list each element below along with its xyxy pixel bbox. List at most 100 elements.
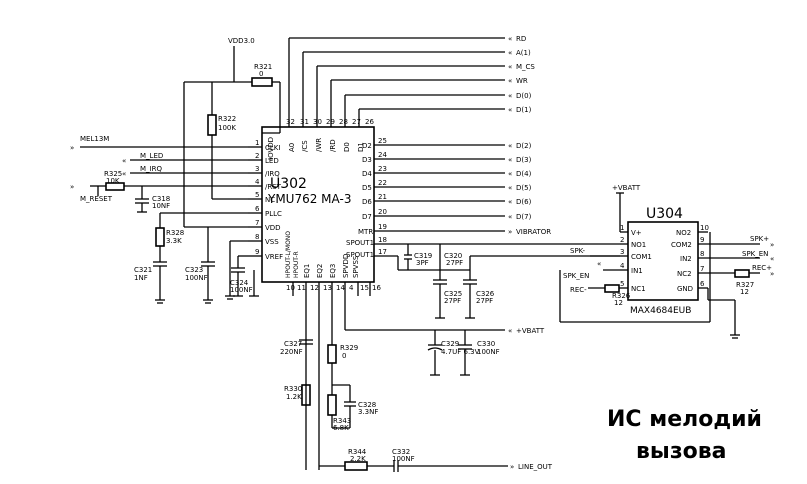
u302-pin4b-name: SPVDD — [342, 254, 350, 278]
net-recplus-label: REC+ — [752, 264, 772, 272]
u302-pin19-num: 19 — [378, 223, 387, 231]
u302-pin12-num: 12 — [310, 284, 319, 292]
r325-ref: R325 — [104, 170, 122, 178]
u302-pin14-num: 14 — [336, 284, 345, 292]
u302-pin22-num: 22 — [378, 179, 387, 187]
net-d3-connector: « — [508, 156, 512, 164]
net-spken-left-label: SPK_EN — [563, 272, 589, 280]
net-d2-connector: « — [508, 142, 512, 150]
net-mirq-connector: « — [122, 170, 126, 178]
u302-pin2-name: LED — [265, 157, 279, 165]
u302-pin2-num: 2 — [255, 152, 259, 160]
net-lineout-connector: » — [510, 463, 514, 471]
net-d6-connector: « — [508, 198, 512, 206]
u302-pin27-name: D0 — [343, 142, 351, 152]
r321-value: 0 — [259, 70, 263, 78]
u304-pin4-num: 4 — [620, 262, 625, 270]
u302-pin31-name: A0 — [288, 143, 296, 152]
u302-pin10-name: HPOUT-L/MONO — [285, 231, 292, 278]
c325-ref: C325 — [444, 290, 462, 298]
u302-pin5-name: NC — [265, 196, 275, 204]
u302-pin28-num: 28 — [339, 118, 348, 126]
r327-ref: R327 — [736, 281, 754, 289]
u302-pin13-name: EQ2 — [316, 264, 324, 278]
net-d5-connector: « — [508, 184, 512, 192]
r328-value: 3.3K — [166, 237, 182, 245]
r326-value: 12 — [614, 299, 623, 307]
net-vbatt-mid-label: +VBATT — [516, 327, 545, 335]
u302-top-pins: 32 31 30 29 28 27 26 IOVDD A0 /CS /WR /R… — [267, 38, 374, 160]
c319-ref: C319 — [414, 252, 432, 260]
c326-value: 27PF — [476, 297, 493, 305]
u304-pin6-num: 6 — [700, 280, 705, 288]
u302-pin15-name: SPVSS — [352, 255, 360, 278]
c321-ref: C321 — [134, 266, 152, 274]
r328-body — [155, 227, 165, 247]
net-mcs-label: M_CS — [516, 63, 535, 71]
r343-body — [327, 394, 337, 416]
c320-ref: C320 — [444, 252, 462, 260]
u302-pin27-num: 27 — [352, 118, 361, 126]
u304-ref: U304 — [646, 206, 683, 222]
u302-pin9-num: 9 — [255, 248, 259, 256]
u304-pin3-num: 3 — [620, 248, 624, 256]
u304-body — [627, 221, 699, 301]
vdd-label: VDD3.0 — [228, 37, 255, 45]
u304-pin7-num: 7 — [700, 265, 704, 273]
u304-part: MAX4684EUB — [630, 306, 691, 316]
r322-ref: R322 — [218, 115, 236, 123]
net-d4-label: D(4) — [516, 170, 532, 178]
r326-body — [604, 284, 620, 293]
c324-value: 100NF — [230, 286, 253, 294]
u302-pin30-num: 30 — [313, 118, 322, 126]
net-d7-label: D(7) — [516, 213, 532, 221]
u302-pin18-name: SPOUT1 — [346, 239, 374, 247]
u302-pin24-num: 24 — [378, 151, 387, 159]
net-d0-label: D(0) — [516, 92, 532, 100]
u302-ref: U302 — [270, 176, 307, 192]
u302-pin1-num: 1 — [255, 139, 259, 147]
u304-pin1-name: V+ — [631, 229, 642, 237]
c332-value: 100NF — [392, 455, 415, 463]
net-rd-connector: « — [508, 35, 512, 43]
right-nets: « « « « « « » D(2) D(3) D(4) D(5) D(6) D… — [508, 142, 551, 236]
net-mel13m-label: MEL13M — [80, 135, 109, 143]
u302-pin25-name: D2 — [362, 142, 372, 150]
u302-pin5-num: 5 — [255, 191, 259, 199]
u304-pin7-name: NC2 — [677, 270, 692, 278]
r329-ref: R329 — [340, 344, 358, 352]
u302-pin7-num: 7 — [255, 219, 259, 227]
net-wr-connector: « — [508, 77, 512, 85]
r328-ref: R328 — [166, 229, 184, 237]
u302-pin24-name: D3 — [362, 156, 372, 164]
net-spkplus-connector: » — [770, 241, 774, 249]
u302-pin23-num: 23 — [378, 165, 387, 173]
u302-pin11-num: 11 — [297, 284, 306, 292]
c318-value: 10NF — [152, 202, 170, 210]
u302-pin3-name: /IRQ — [265, 170, 280, 178]
u302-pin9-name: VREF — [265, 253, 283, 261]
net-d4-connector: « — [508, 170, 512, 178]
u302-pin4b-num: 4 — [349, 284, 354, 292]
r343-value: 6.8K — [333, 424, 349, 432]
u302-pin18-num: 18 — [378, 236, 387, 244]
c330-ref: C330 — [477, 340, 495, 348]
r327-body — [734, 269, 750, 278]
r322-body — [207, 114, 217, 136]
left-circuit: VDD3.0 R321 0 R322 100K MEL13M » M_LED «… — [70, 37, 281, 304]
u302-pin32-num: 32 — [286, 118, 295, 126]
net-mcs-connector: « — [508, 63, 512, 71]
net-rd-label: RD — [516, 35, 526, 43]
bottom-circuit: C327 220NF R330 1.2K R329 0 C328 3.3NF R… — [280, 327, 553, 472]
net-mreset-label: M_RESET — [80, 195, 113, 203]
c329-value: 4.7UF 6.3V — [441, 348, 480, 356]
net-d3-label: D(3) — [516, 156, 532, 164]
u302-pin11-name: HPOUT-R — [293, 251, 300, 278]
u302-pin6-name: PLLC — [265, 210, 282, 218]
u302-pin20-name: D7 — [362, 213, 372, 221]
u304-pin4-name: IN1 — [631, 267, 643, 275]
c321-value: 1NF — [134, 274, 148, 282]
c327-value: 220NF — [280, 348, 303, 356]
u302-pin8-num: 8 — [255, 233, 259, 241]
u302-body — [261, 126, 375, 283]
